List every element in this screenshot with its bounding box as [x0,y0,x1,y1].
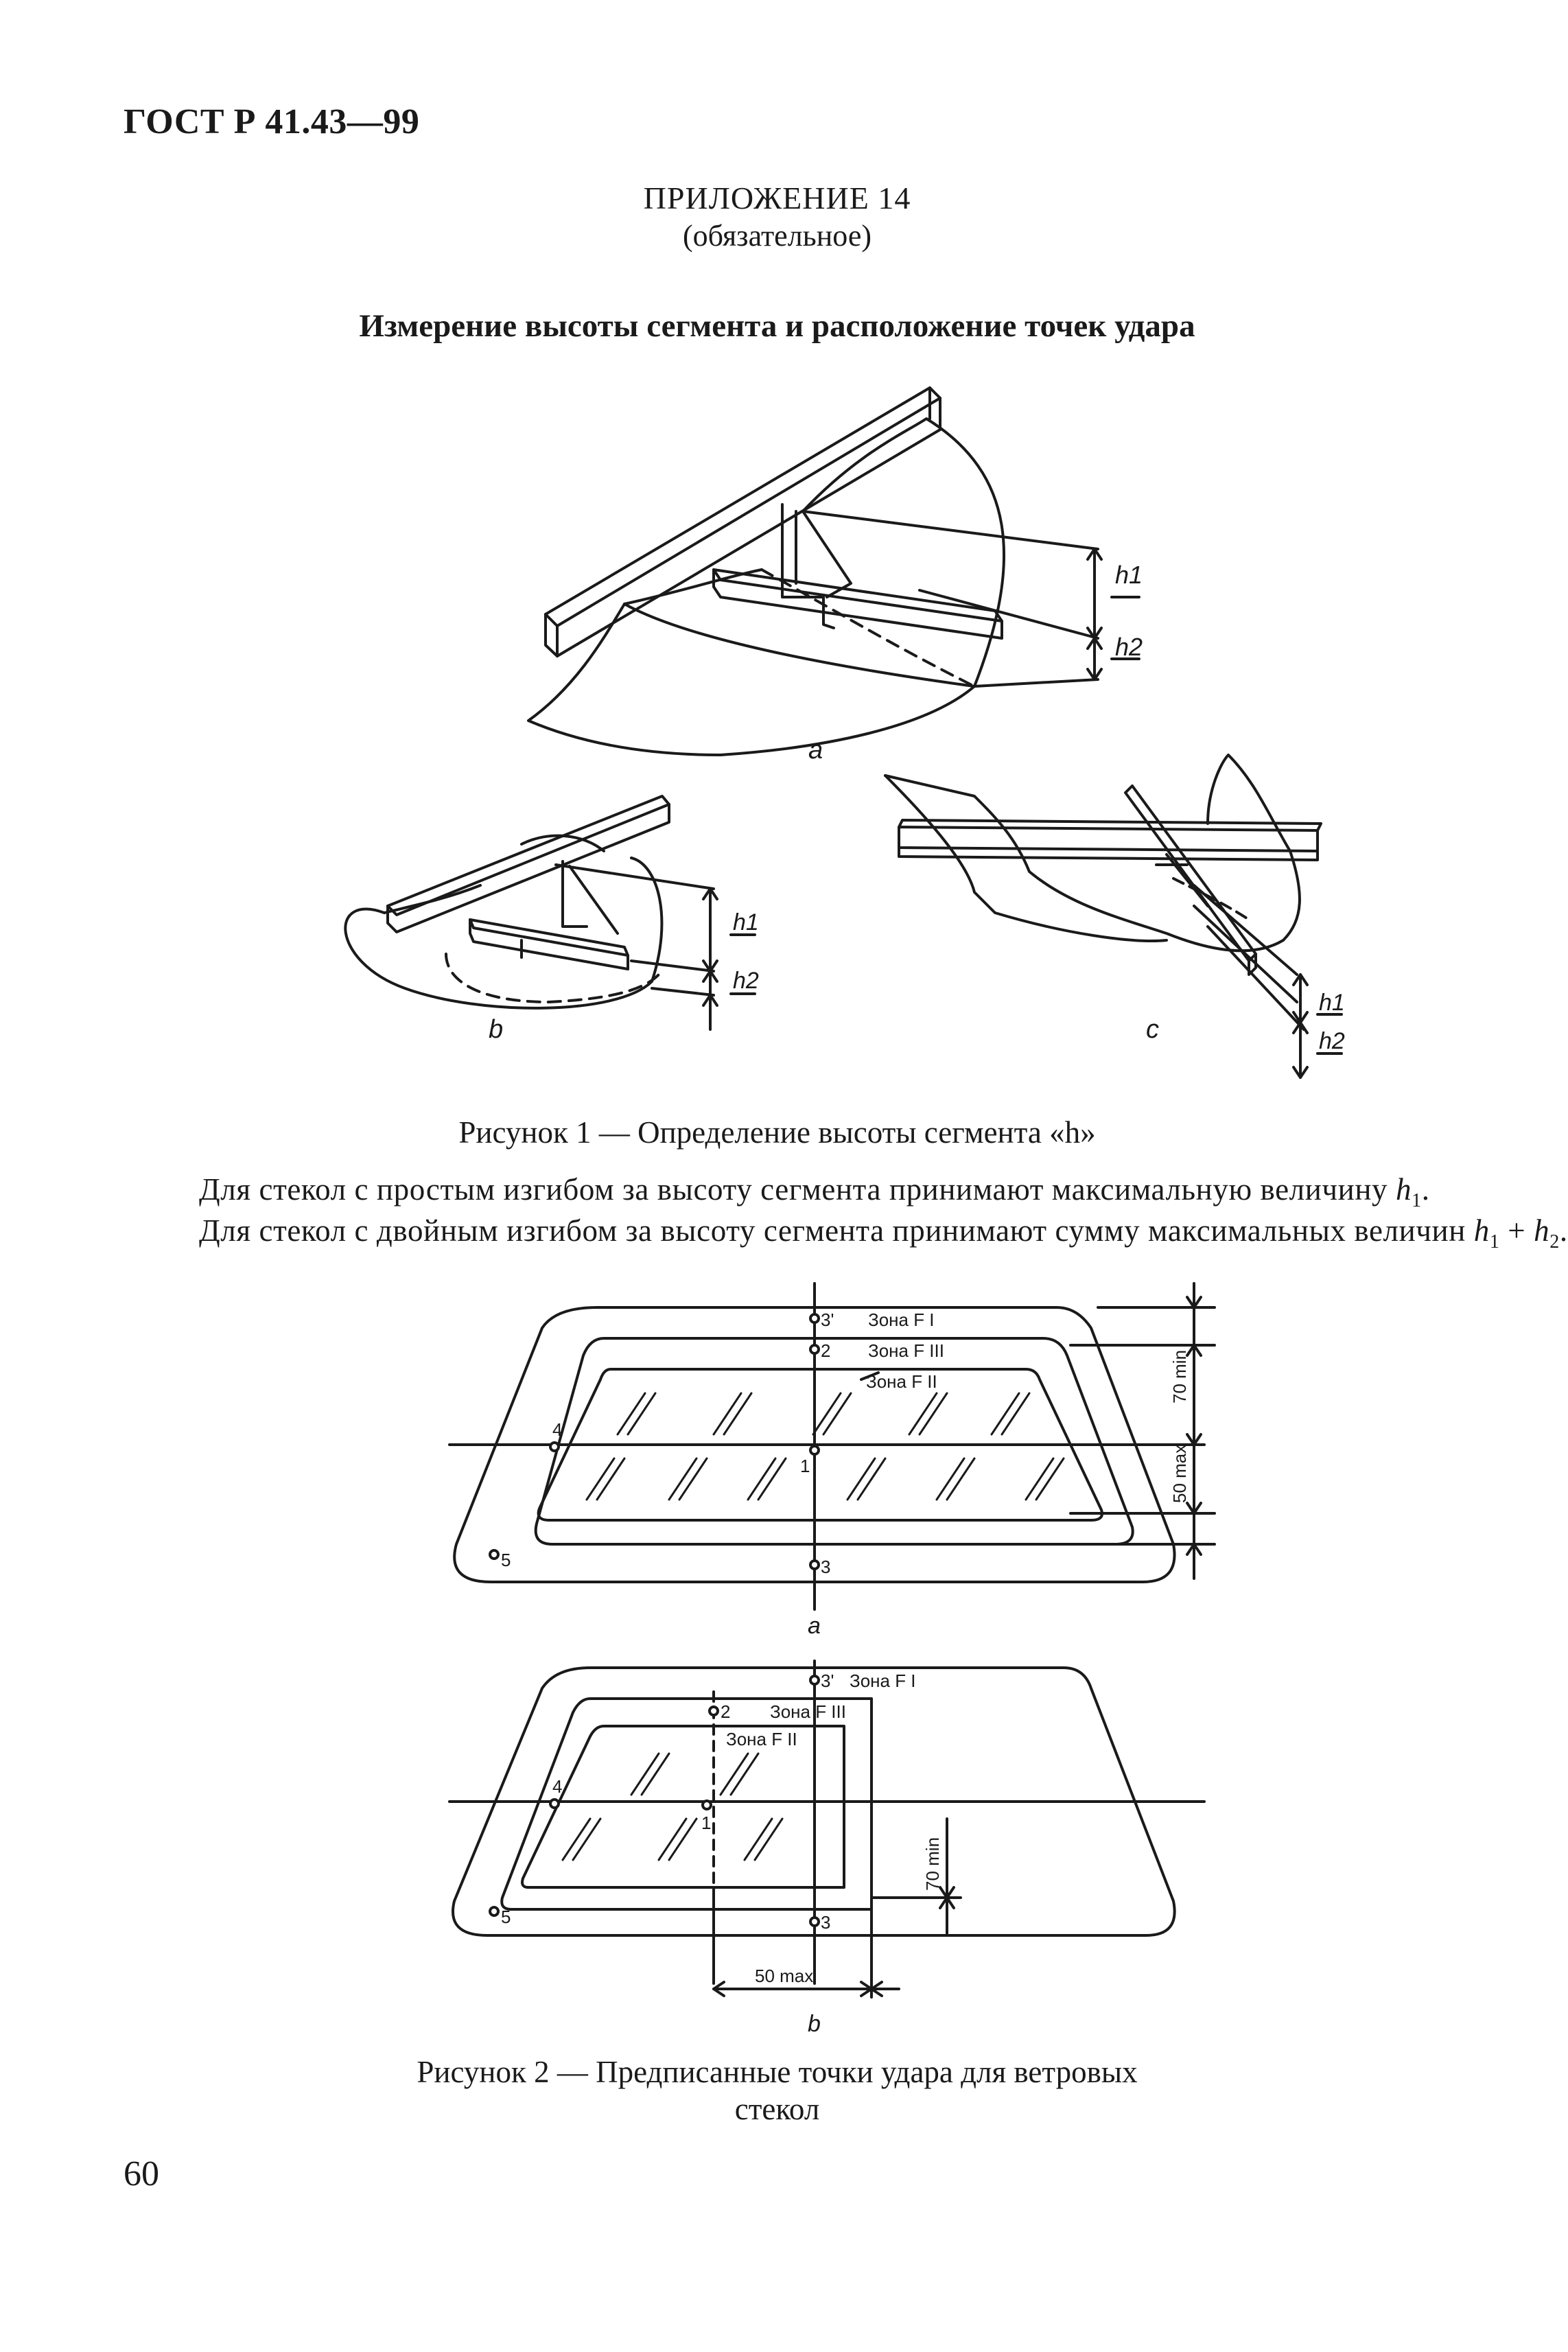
fig2b-zone-f1: Зона F I [850,1670,916,1691]
page-number: 60 [124,2154,159,2193]
fig2a-panel-label: a [808,1613,821,1639]
figure-1a-drawing [527,386,1140,756]
paragraph-1-end: . [1421,1172,1430,1207]
fig2a-point-2: 2 [821,1340,830,1361]
fig2b-panel-label: b [808,2011,821,2037]
figure-1-drawing: a b c h1 h2 h1 h2 h1 h2 [344,386,1345,1079]
figure-1b-h2-label: h2 [733,968,759,994]
fig2b-point-3prime: 3' [821,1670,834,1691]
fig2a-point-3: 3 [821,1557,830,1577]
paragraph-2-sub1: 1 [1489,1231,1500,1253]
paragraph-double-bend: Для стекол с двойным изгибом за высоту с… [199,1213,1567,1253]
paragraph-2-end: . [1559,1213,1568,1248]
paragraph-1-text: Для стекол с простым изгибом за высоту с… [199,1172,1396,1207]
paragraph-2-var1: h [1473,1213,1490,1248]
fig2a-point-1: 1 [800,1456,810,1476]
figure-1a-label: a [808,736,823,765]
figure-1c-h2-label: h2 [1319,1028,1345,1054]
paragraph-simple-bend: Для стекол с простым изгибом за высоту с… [199,1172,1530,1212]
figure-1b-drawing [344,795,756,1031]
fig2b-point-1: 1 [701,1813,711,1833]
paragraph-2-sub2: 2 [1549,1231,1560,1253]
fig2b-point-5: 5 [501,1907,511,1927]
figure-1c-h1-label: h1 [1319,990,1345,1016]
appendix-title: ПРИЛОЖЕНИЕ 14 [643,181,911,216]
fig2a-dim-70: 70 min [1169,1350,1190,1404]
figure-2-caption-line1: Рисунок 2 — Предписанные точки удара для… [417,2055,1138,2089]
paragraph-2-text: Для стекол с двойным изгибом за высоту с… [199,1213,1474,1248]
fig2a-zone-f3: Зона F III [868,1340,944,1361]
figure-1b-h1-label: h1 [733,909,759,935]
paragraph-2-plus: + [1499,1213,1534,1248]
figure-1a-h2-label: h2 [1115,633,1143,661]
figure-1a-h1-label: h1 [1115,561,1143,589]
fig2b-point-3: 3 [821,1912,830,1933]
fig2b-zone-f2: Зона F II [726,1729,797,1749]
document-code: ГОСТ Р 41.43—99 [124,102,420,141]
figure-1c-drawing [884,754,1343,1079]
fig2a-dim-50: 50 max [1169,1445,1190,1503]
figure-1b-label: b [489,1015,503,1044]
section-title: Измерение высоты сегмента и расположение… [359,308,1195,344]
figure-1-caption: Рисунок 1 — Определение высоты сегмента … [458,1115,1096,1150]
appendix-note: (обязательное) [683,219,871,253]
figure-2b-drawing: 3' Зона F I 2 Зона F III Зона F II 1 3 4… [448,1660,1206,2037]
fig2a-point-3prime: 3' [821,1309,834,1330]
paragraph-2-var2: h [1534,1213,1550,1248]
fig2b-dim-50: 50 max [755,1966,813,1986]
fig2a-point-5: 5 [501,1550,511,1570]
fig2b-point-4: 4 [552,1776,562,1797]
fig2b-dim-70: 70 min [922,1837,943,1891]
fig2a-zone-f2: Зона F II [866,1371,937,1392]
figure-2a-drawing: 3' Зона F I 2 Зона F III Зона F II 1 3 4… [448,1282,1216,1639]
fig2a-point-4: 4 [552,1419,562,1440]
fig2a-zone-f1: Зона F I [868,1309,935,1330]
figure-1c-label: c [1146,1015,1159,1044]
figure-2-caption-line2: стекол [734,2092,820,2126]
fig2b-zone-f3: Зона F III [770,1701,846,1722]
fig2b-point-2: 2 [721,1701,730,1722]
paragraph-1-var: h [1395,1172,1412,1207]
paragraph-1-sub: 1 [1412,1190,1422,1211]
